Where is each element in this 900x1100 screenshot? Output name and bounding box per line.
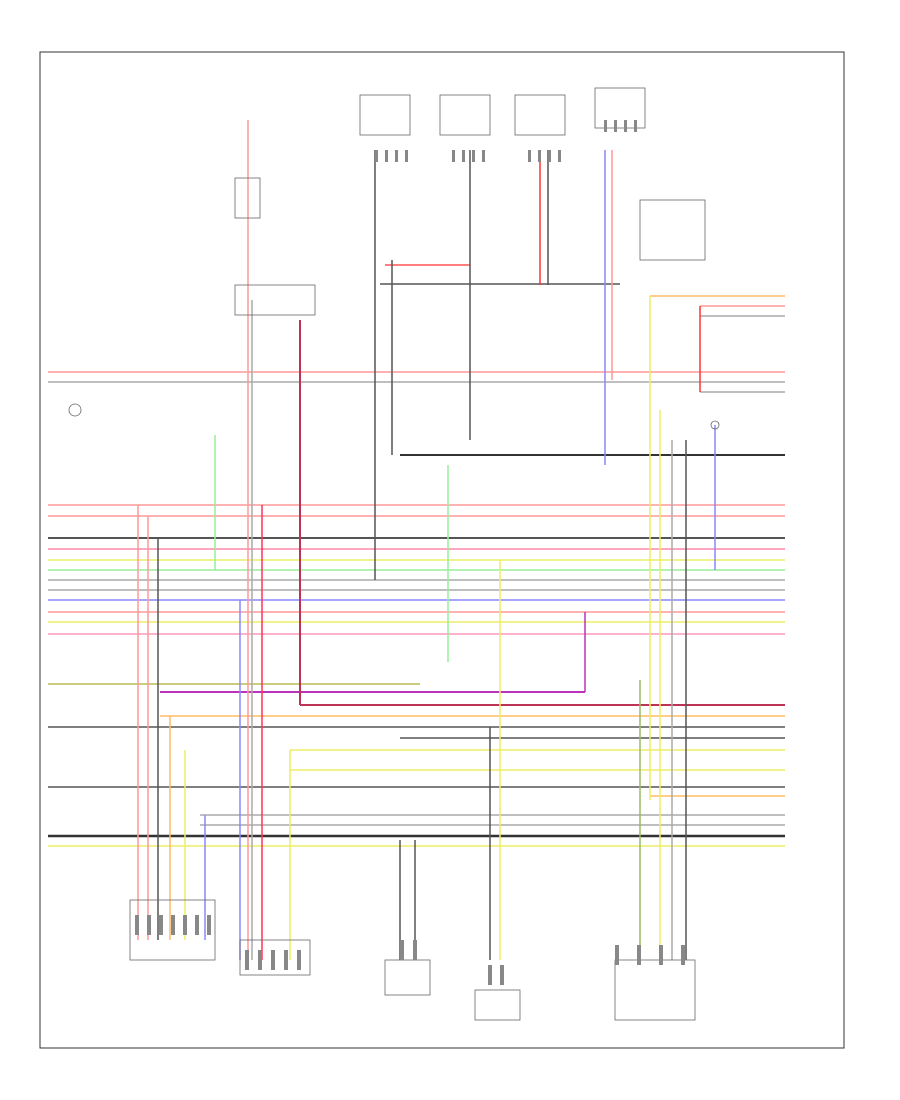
sensor-connector-3 [514,94,566,136]
sensor-connector-1 [359,94,411,136]
vertical-wires [137,120,716,960]
ground-symbol [68,403,82,417]
relay-box [639,199,706,261]
sensor-symbol [710,420,720,430]
ecm-connector-left [129,899,216,961]
connector-pins [135,120,685,985]
ecm-connector-center [239,939,311,976]
ignition-switch [234,284,316,316]
sensor-connector-4 [594,87,646,129]
fuse-box [234,177,261,219]
controller-unit [614,959,696,1021]
diagram-frame [39,51,845,1049]
components [68,87,720,1021]
idle-sensor [384,959,431,996]
speed-sensor [474,989,521,1021]
sensor-connector-2 [439,94,491,136]
horizontal-wires [48,264,785,847]
